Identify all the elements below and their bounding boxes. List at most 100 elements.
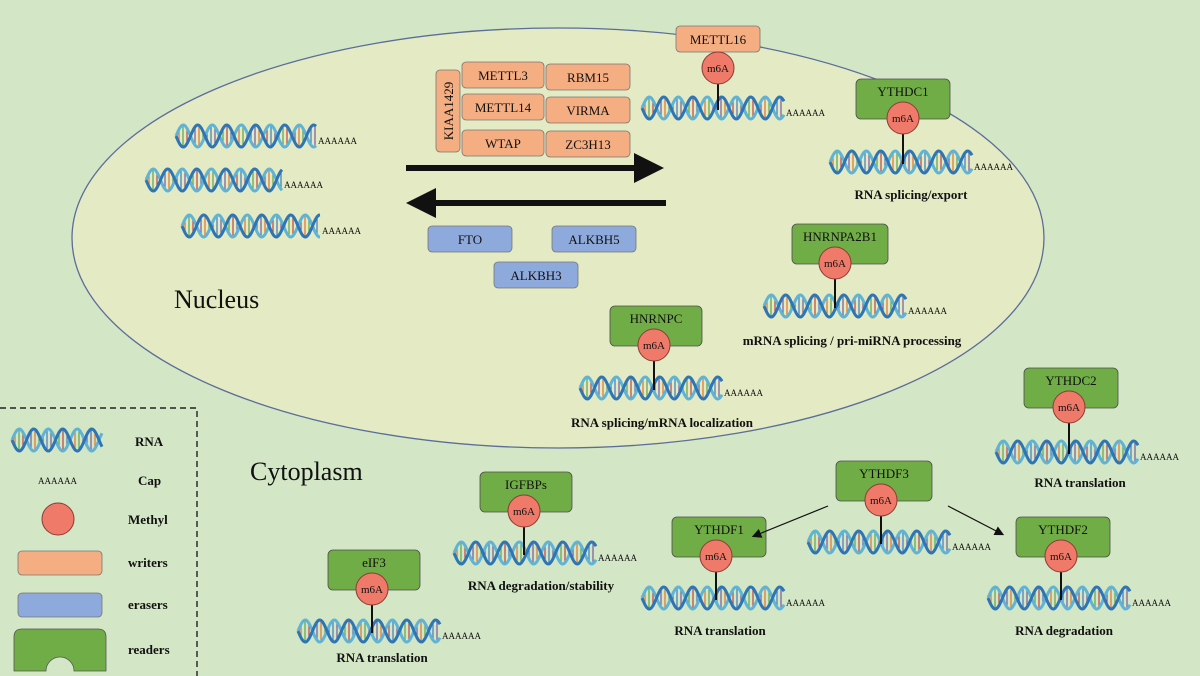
writer-label-virma: VIRMA — [566, 103, 610, 118]
m6a-mark — [701, 51, 735, 85]
m6a-label: m6A — [1050, 551, 1072, 563]
legend-erasers-label: erasers — [128, 597, 168, 612]
strand-front — [10, 427, 104, 453]
rna-strands: AAAAAA AAAAAA AAAAAA AAAAAA — [144, 95, 825, 239]
reader-hnrnpc: AAAAAA HNRNPC m6A — [578, 305, 763, 401]
cytoplasm-label: Cytoplasm — [250, 457, 363, 486]
function-label-hnrnpa2b1: mRNA splicing / pri-miRNA processing — [743, 333, 962, 348]
strand-front — [806, 529, 952, 555]
legend-readers-label: readers — [128, 642, 170, 657]
writer-label-zc3h13: ZC3H13 — [565, 137, 611, 152]
m6a-label: m6A — [707, 63, 729, 75]
m6a-mark — [886, 101, 920, 135]
eraser-label-alkbh5: ALKBH5 — [568, 232, 619, 247]
poly-a-cap: AAAAAA — [724, 388, 763, 398]
strand-front — [762, 293, 908, 319]
strand-front — [986, 585, 1132, 611]
eraser-box-alkbh5 — [551, 225, 637, 253]
strand-front — [180, 213, 321, 239]
reader-label-ythdf1: YTHDF1 — [694, 522, 744, 537]
strand-back — [986, 585, 1132, 611]
function-label-eif3: RNA translation — [336, 650, 428, 665]
rna-strand-eif3: AAAAAA — [296, 618, 481, 644]
writer-box-rbm15 — [545, 63, 631, 91]
eraser-box-fto — [427, 225, 513, 253]
rna-strand-igfbps: AAAAAA — [452, 540, 637, 566]
function-label-ythdf2: RNA degradation — [1015, 623, 1114, 638]
legend-methyl-swatch — [41, 502, 75, 536]
poly-a-cap: AAAAAA — [1132, 598, 1171, 608]
m6a-mark — [1052, 390, 1086, 424]
rna-strand-ythdc2: AAAAAA — [994, 439, 1179, 465]
readers: m6AAAAAAAYTHDC1m6AAAAAAAHNRNPA2B1m6AAAAA… — [296, 51, 1179, 644]
strand-back — [806, 529, 952, 555]
writer-label-mettl14: METTL14 — [475, 100, 532, 115]
m6a-label: m6A — [361, 584, 383, 596]
mettl16-site: m6A — [701, 51, 735, 110]
reader-ythdf2: AAAAAA YTHDF2 m6A — [986, 516, 1171, 611]
rna-strand-ythdf2: AAAAAA — [986, 585, 1171, 611]
strand-front — [994, 439, 1140, 465]
strand-back — [578, 375, 724, 401]
function-label-ythdf1: RNA translation — [674, 623, 766, 638]
legend-rna-label: RNA — [135, 434, 164, 449]
writer-box-kiaa1429 — [435, 69, 461, 153]
poly-a-cap: AAAAAA — [786, 108, 825, 118]
legend: AAAAAA RNA Cap Methyl writers erasers re… — [0, 407, 198, 676]
m6a-label: m6A — [643, 340, 665, 352]
rna-strand-hnrnpc: AAAAAA — [578, 375, 763, 401]
rna-strand-ythdf3: AAAAAA — [806, 529, 991, 555]
legend-rna-swatch — [10, 427, 104, 453]
eraser-label-fto: FTO — [458, 232, 482, 247]
reader-label-ythdf2: YTHDF2 — [1038, 522, 1088, 537]
function-label-ythdc2: RNA translation — [1034, 475, 1126, 490]
m6a-label: m6A — [513, 506, 535, 518]
writer-label-rbm15: RBM15 — [567, 70, 609, 85]
rna-strand-1: AAAAAA — [174, 123, 357, 149]
poly-a-cap: AAAAAA — [442, 631, 481, 641]
writer-complex: KIAA1429 METTL3 RBM15 METTL14 VIRMA WTAP… — [435, 61, 631, 158]
reader-label-ythdc1: YTHDC1 — [877, 84, 928, 99]
ythdf3-to-ythdf1-arrow — [751, 505, 829, 538]
legend-rna-helix — [10, 427, 104, 453]
function-label-hnrnpc: RNA splicing/mRNA localization — [571, 415, 754, 430]
strand-back — [144, 167, 284, 193]
m6a-mark — [818, 246, 852, 280]
strand-back — [640, 95, 786, 121]
poly-a-cap: AAAAAA — [786, 598, 825, 608]
legend-erasers-swatch — [17, 592, 103, 618]
poly-a-cap: AAAAAA — [974, 162, 1013, 172]
function-label-ythdc1: RNA splicing/export — [854, 187, 968, 202]
poly-a-cap: AAAAAA — [284, 180, 323, 190]
reader-igfbps: AAAAAA IGFBPs m6A — [452, 471, 637, 566]
function-label-igfbps: RNA degradation/stability — [468, 578, 615, 593]
strand-front — [578, 375, 724, 401]
m6a-mark — [1044, 539, 1078, 573]
writer-box-wtap — [461, 129, 545, 157]
reader-label-igfbps: IGFBPs — [505, 477, 547, 492]
legend-readers-swatch — [13, 628, 107, 672]
strand-back — [828, 149, 974, 175]
rna-strand-ythdf1: AAAAAA — [640, 585, 825, 611]
strand-front — [640, 95, 786, 121]
strand-front — [452, 540, 598, 566]
legend-border — [0, 407, 198, 676]
poly-a-cap: AAAAAA — [318, 136, 357, 146]
writer-box-mettl14 — [461, 93, 545, 121]
reader-label-hnrnpc: HNRNPC — [630, 311, 683, 326]
reader-label-ythdf3: YTHDF3 — [859, 466, 909, 481]
m6a-mark — [637, 328, 671, 362]
strand-back — [180, 213, 321, 239]
legend-cap-label: Cap — [138, 473, 161, 488]
strand-front — [828, 149, 974, 175]
poly-a-cap: AAAAAA — [1140, 452, 1179, 462]
writer-label-wtap: WTAP — [485, 136, 521, 151]
strand-back — [640, 585, 786, 611]
poly-a-cap: AAAAAA — [322, 226, 361, 236]
m6a-mark — [507, 494, 541, 528]
